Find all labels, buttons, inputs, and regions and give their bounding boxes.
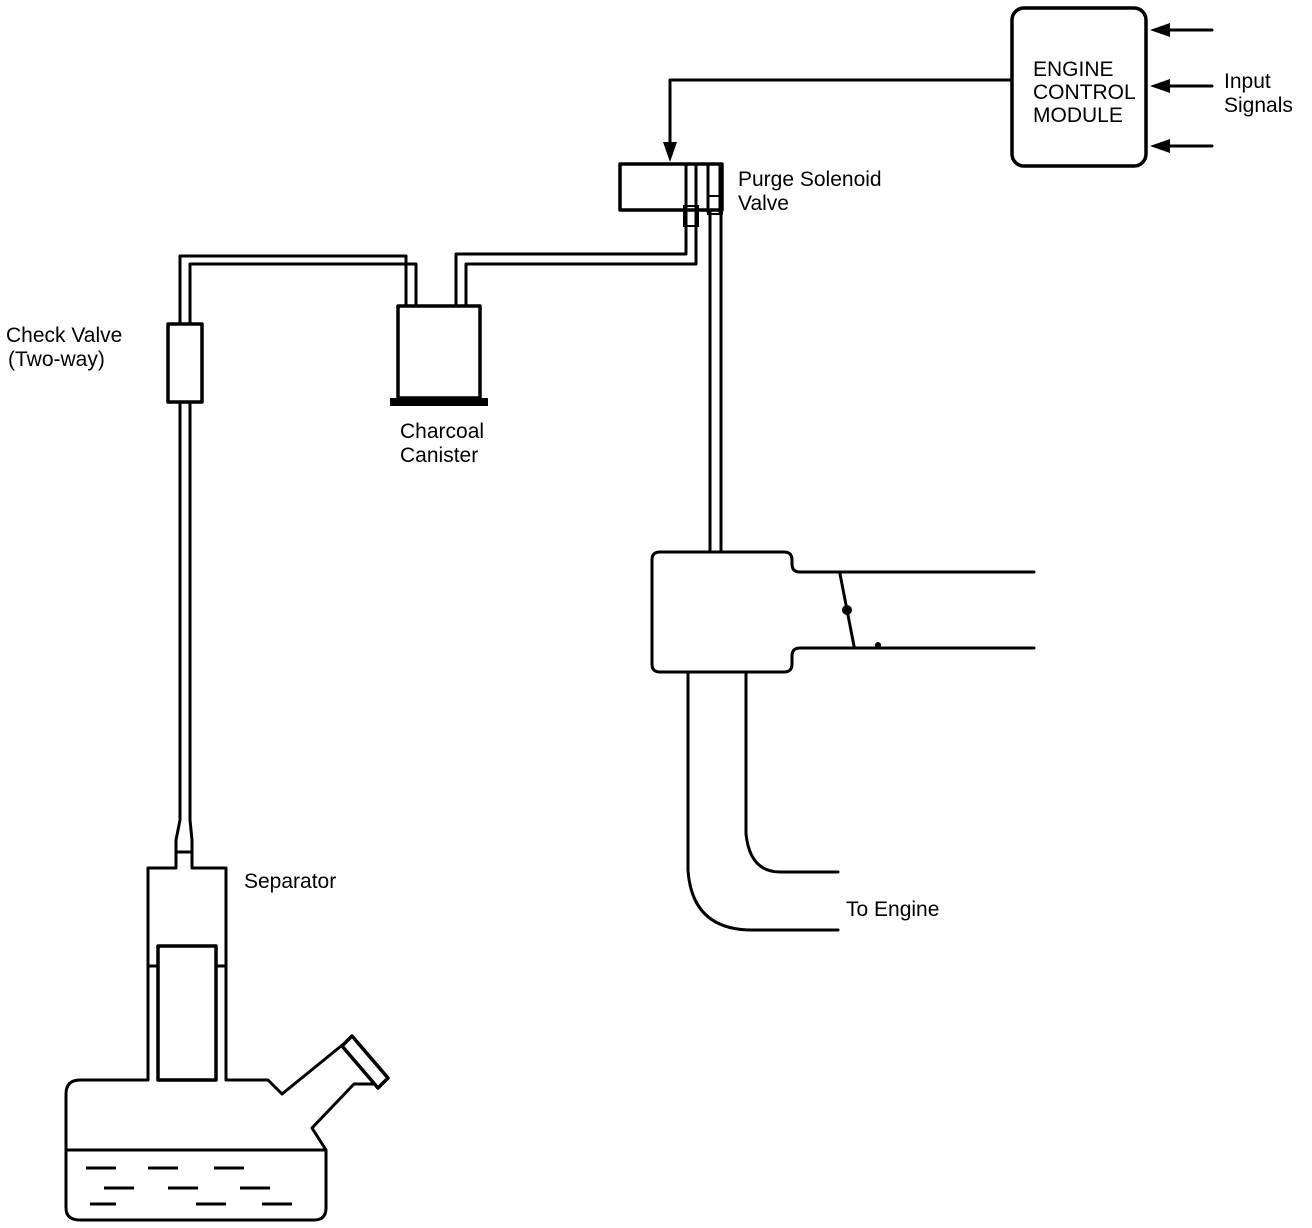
- fuel-tank: [64, 964, 390, 1222]
- input-signals-label-line2: Signals: [1224, 94, 1293, 117]
- ecm-label-line2: CONTROL: [1033, 81, 1136, 104]
- fuel-level-dashes: [86, 1166, 292, 1206]
- throttle-body-intake: [650, 550, 1036, 932]
- canister-label-line1: Charcoal: [400, 420, 484, 443]
- fuel-filler-cap: [340, 1034, 390, 1090]
- charcoal-canister: [390, 304, 488, 406]
- purge-valve-label-line1: Purge Solenoid: [738, 168, 882, 191]
- purge-solenoid-valve: [618, 162, 724, 228]
- separator: [146, 850, 228, 1082]
- ecm-label-line1: ENGINE: [1033, 58, 1114, 81]
- ecm-control-wire: [663, 78, 1014, 162]
- check-valve: [166, 322, 204, 404]
- throttle-plate: [838, 572, 881, 648]
- hose-purge-to-throttle-body: [708, 210, 723, 554]
- engine-control-module: ENGINE CONTROL MODULE: [1010, 6, 1148, 168]
- input-signal-arrows: [1150, 23, 1214, 153]
- hose-check-valve-to-separator: [174, 400, 194, 854]
- hose-purge-to-canister: [454, 224, 698, 308]
- check-valve-label-line2: (Two-way): [8, 348, 105, 371]
- purge-valve-label-line2: Valve: [738, 192, 789, 215]
- canister-label-line2: Canister: [400, 444, 478, 467]
- hose-canister-to-check-valve: [178, 254, 418, 326]
- ecm-label-line3: MODULE: [1033, 104, 1123, 127]
- check-valve-label-line1: Check Valve: [6, 324, 122, 347]
- separator-label: Separator: [244, 870, 336, 893]
- to-engine-label: To Engine: [846, 898, 939, 921]
- input-signals-label-line1: Input: [1224, 70, 1271, 93]
